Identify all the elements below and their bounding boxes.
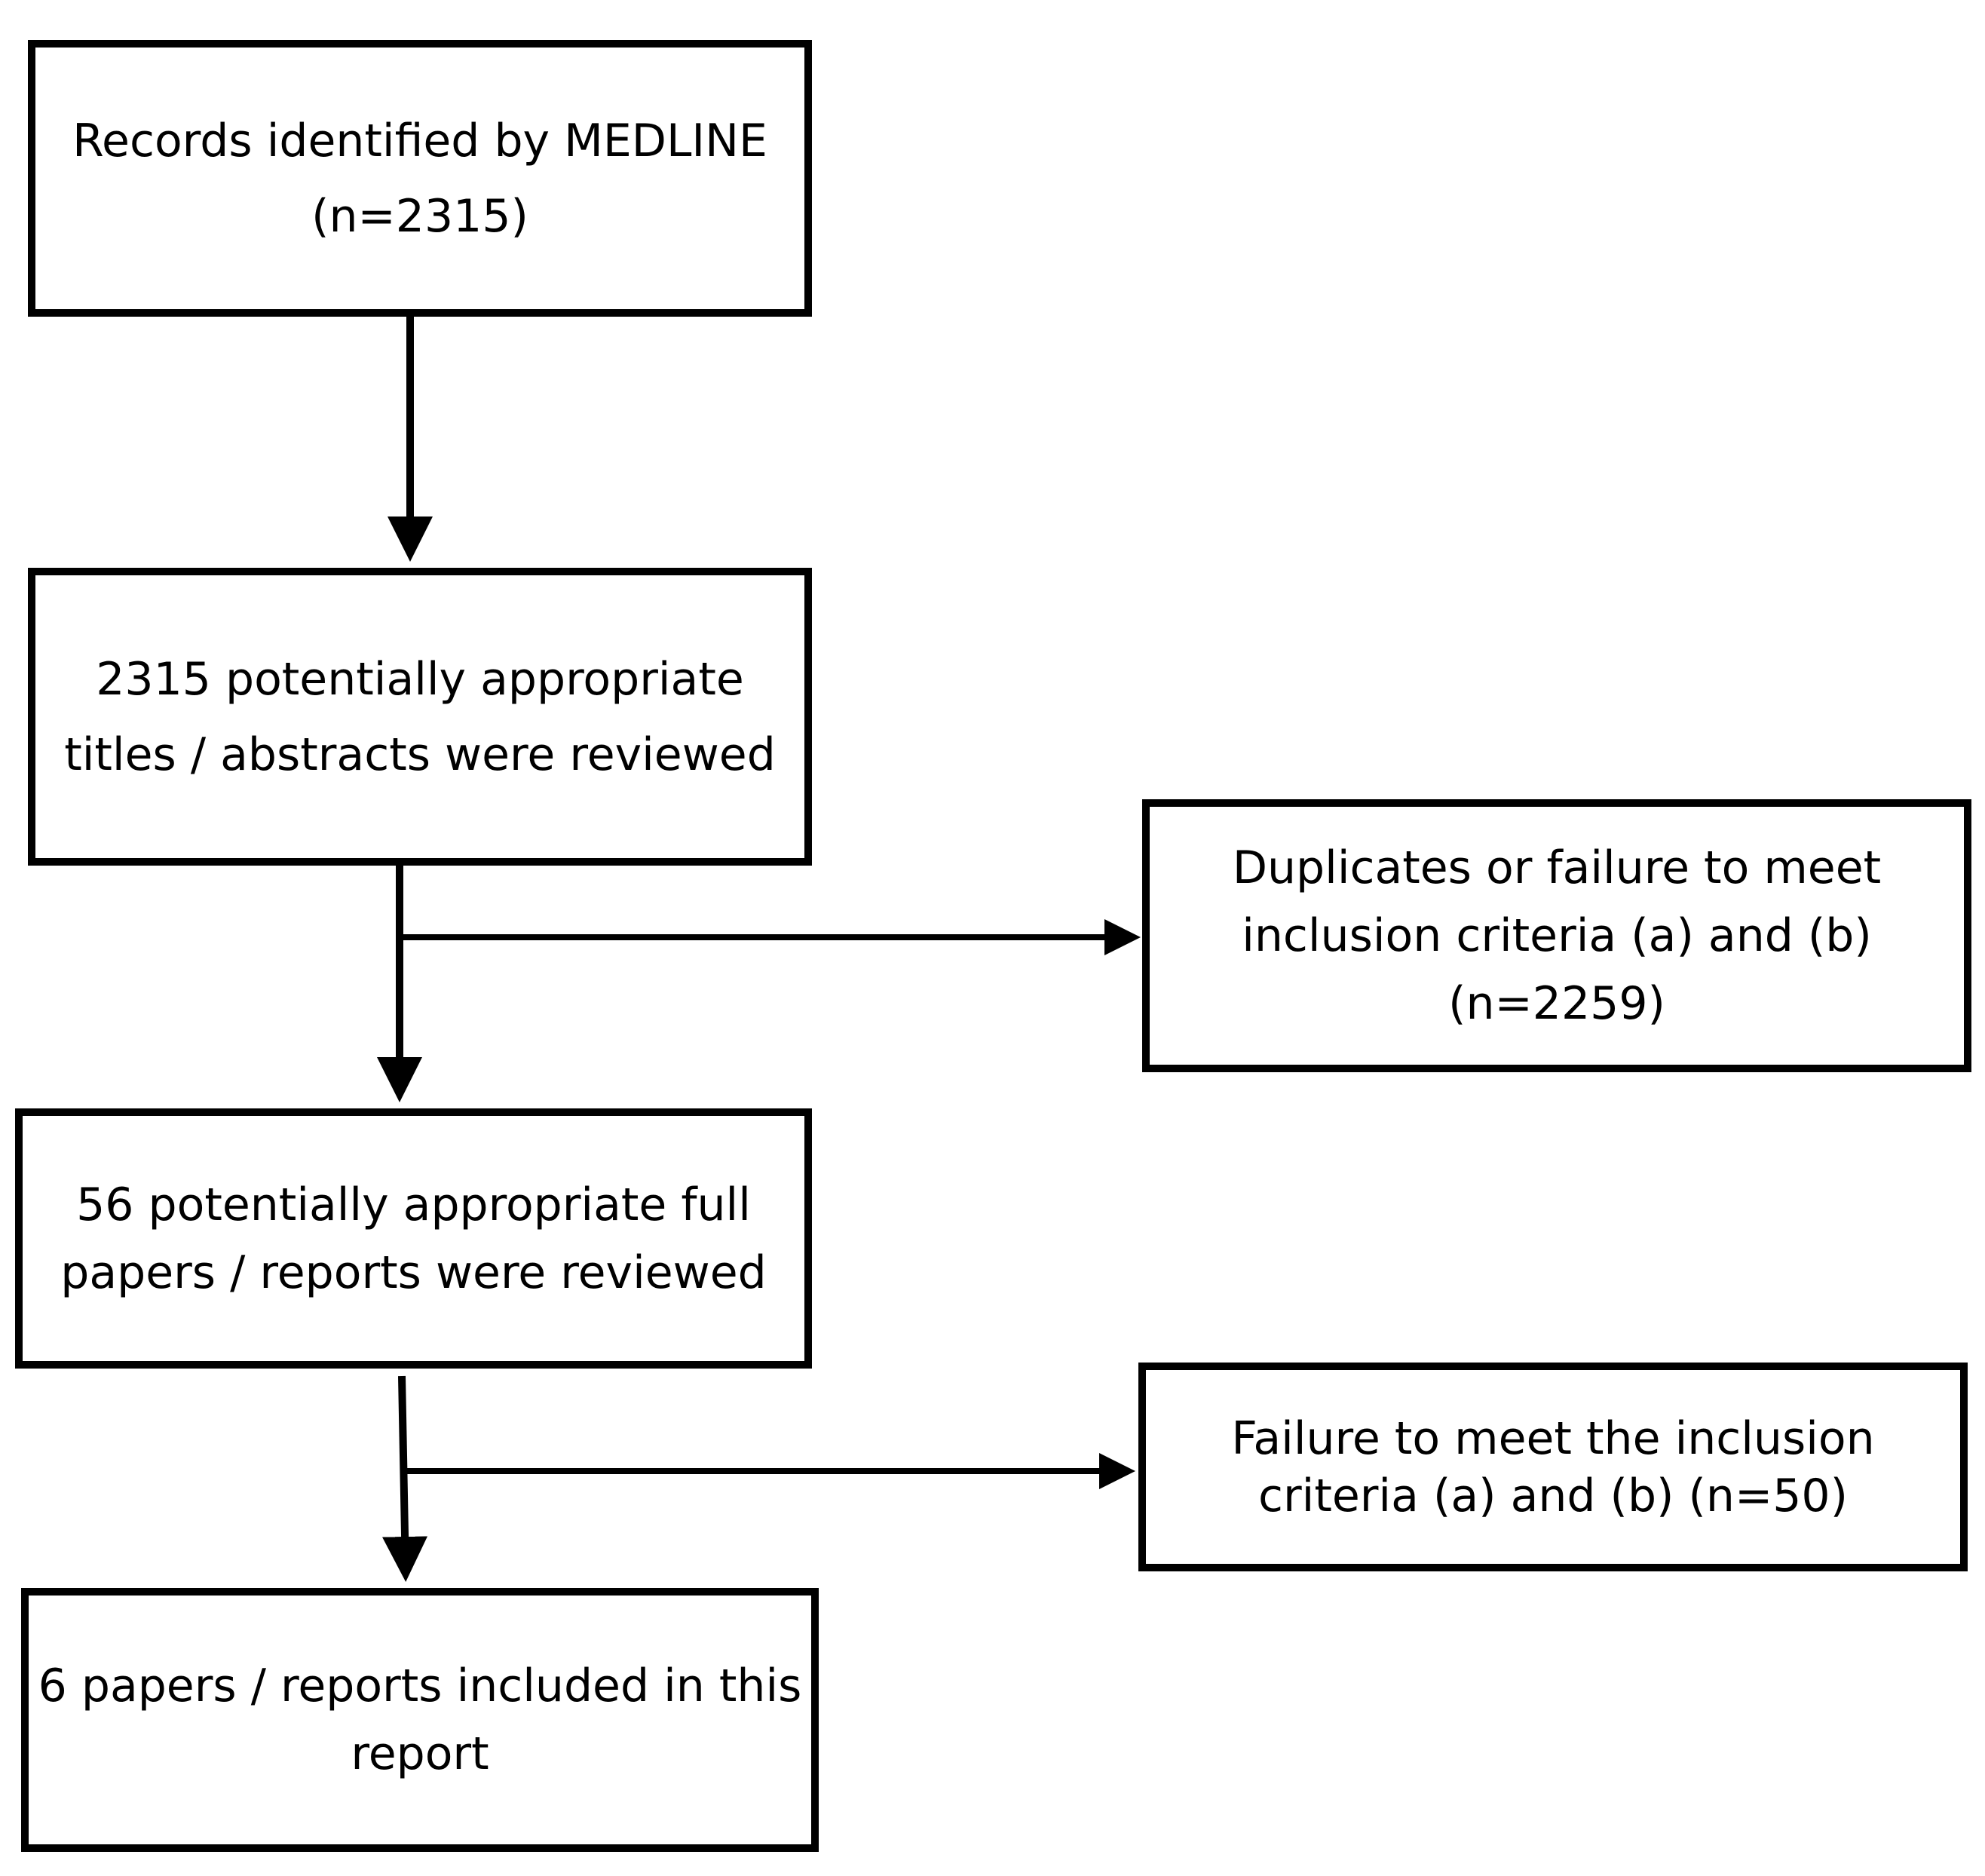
arrow-fulltext-to-included	[382, 1375, 428, 1582]
included-line-1: 6 papers / reports included in this	[38, 1660, 802, 1712]
records-identified-line-2: (n=2315)	[311, 189, 528, 243]
fulltext-reviewed-line-1: 56 potentially appropriate full	[76, 1178, 751, 1231]
included-box: 6 papers / reports included in this repo…	[21, 1588, 819, 1852]
included-line-2: report	[351, 1727, 489, 1780]
records-identified-box: Records identified by MEDLINE (n=2315)	[28, 40, 812, 317]
exclusion-1-box: Duplicates or failure to meet inclusion …	[1142, 799, 1971, 1072]
exclusion-2-line-2: criteria (a) and (b) (n=50)	[1258, 1469, 1848, 1522]
records-identified-line-1: Records identified by MEDLINE	[72, 114, 767, 167]
exclusion-1-line-2: inclusion criteria (a) and (b)	[1242, 909, 1872, 962]
fulltext-reviewed-line-2: papers / reports were reviewed	[60, 1246, 767, 1299]
exclusion-1-line-3: (n=2259)	[1448, 977, 1665, 1030]
titles-reviewed-line-2: titles / abstracts were reviewed	[64, 728, 776, 781]
titles-reviewed-box: 2315 potentially appropriate titles / ab…	[28, 568, 812, 866]
titles-reviewed-line-1: 2315 potentially appropriate	[96, 652, 744, 706]
fulltext-reviewed-box: 56 potentially appropriate full papers /…	[15, 1108, 812, 1369]
exclusion-2-line-1: Failure to meet the inclusion	[1231, 1412, 1875, 1465]
exclusion-2-box: Failure to meet the inclusion criteria (…	[1138, 1363, 1968, 1571]
exclusion-1-line-1: Duplicates or failure to meet	[1232, 841, 1882, 894]
